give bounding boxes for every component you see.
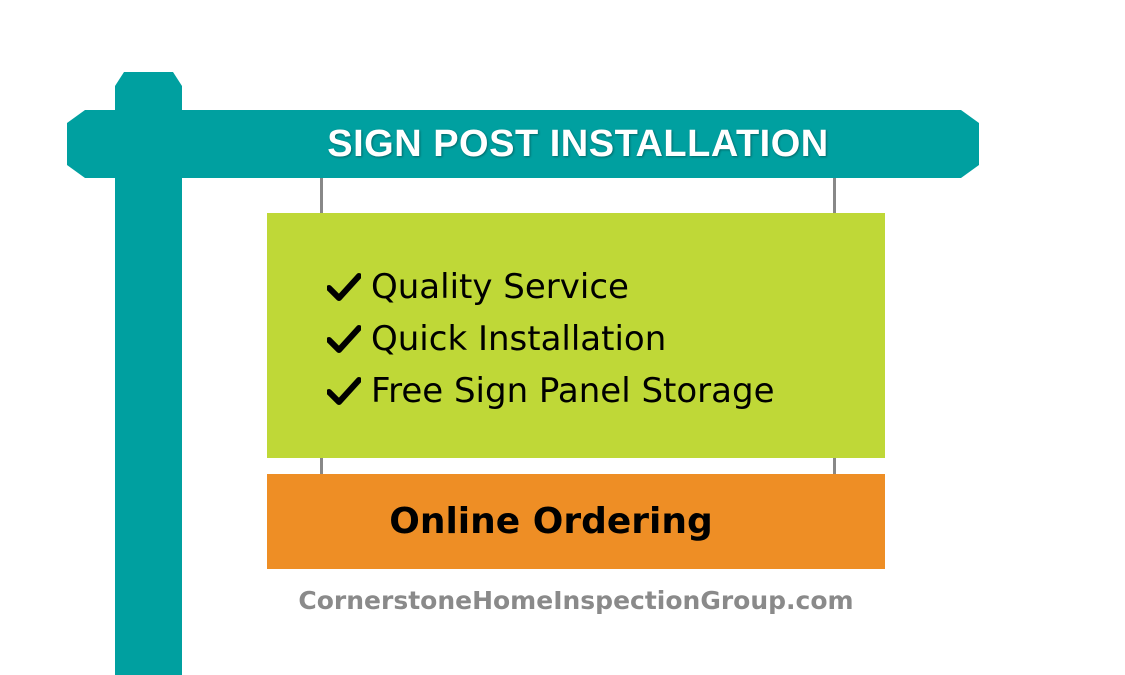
feature-panel: Quality Service Quick Installation Free … [267, 213, 885, 458]
sign-arm: SIGN POST INSTALLATION [67, 110, 979, 178]
sign-title: SIGN POST INSTALLATION [327, 122, 829, 165]
check-icon [327, 273, 361, 301]
chain-left-top [320, 178, 323, 213]
website-url: CornerstoneHomeInspectionGroup.com [298, 586, 854, 615]
check-icon [327, 325, 361, 353]
feature-item: Quick Installation [327, 313, 774, 365]
feature-list: Quality Service Quick Installation Free … [327, 261, 774, 417]
chain-right-bottom [833, 458, 836, 474]
chain-right-top [833, 178, 836, 213]
chain-left-bottom [320, 458, 323, 474]
feature-item: Quality Service [327, 261, 774, 313]
online-ordering-label[interactable]: Online Ordering [389, 501, 713, 542]
feature-label: Free Sign Panel Storage [371, 371, 775, 411]
online-ordering-panel[interactable]: Online Ordering [267, 474, 885, 569]
feature-label: Quality Service [371, 267, 629, 307]
feature-item: Free Sign Panel Storage [327, 365, 774, 417]
feature-label: Quick Installation [371, 319, 667, 359]
check-icon [327, 377, 361, 405]
